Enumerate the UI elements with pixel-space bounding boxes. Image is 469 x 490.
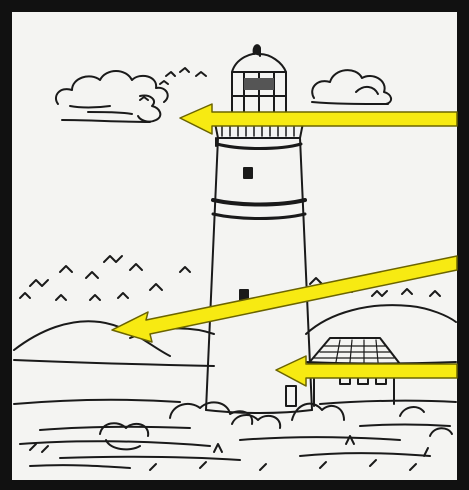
paper [12,12,457,480]
